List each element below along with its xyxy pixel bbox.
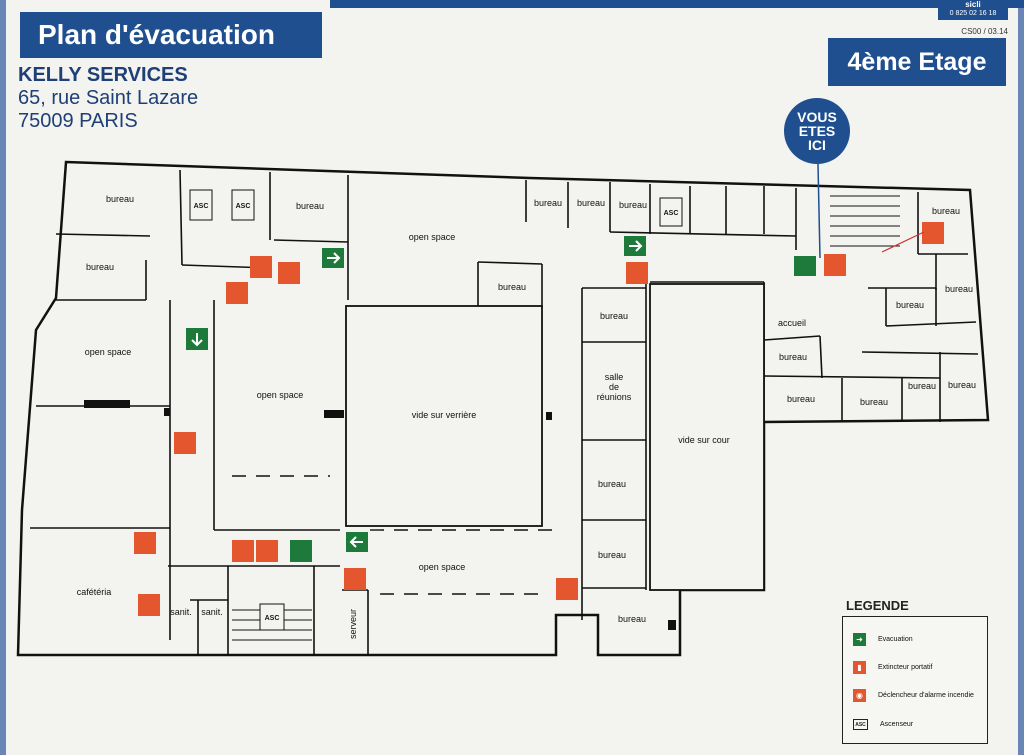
room-label: cafétéria <box>77 587 112 597</box>
legend-item: ASC Ascenseur <box>853 719 913 730</box>
evacuation-icon: ➜ <box>853 633 866 646</box>
room-label: open space <box>85 347 132 357</box>
legend-item-label: Ascenseur <box>880 721 914 728</box>
fire-extinguisher-icon <box>256 540 278 562</box>
room-label: serveur <box>348 609 358 639</box>
room-label: bureau <box>619 200 647 210</box>
legend-item: ➜ Evacuation <box>853 633 913 646</box>
brand-phone: 0 825 02 16 18 <box>949 10 997 17</box>
fire-alarm-icon: ◉ <box>853 689 866 702</box>
room-label: accueil <box>778 318 806 328</box>
atrium-void <box>345 305 543 527</box>
fire-extinguisher-icon <box>138 594 160 616</box>
legend-title: LEGENDE <box>846 598 909 613</box>
room-label: bureau <box>618 614 646 624</box>
company-street: 65, rue Saint Lazare <box>18 87 199 109</box>
company-name: KELLY SERVICES <box>18 64 188 86</box>
fire-extinguisher-icon <box>174 432 196 454</box>
room-label: open space <box>409 232 456 242</box>
room-label: bureau <box>860 397 888 407</box>
room-label: salle <box>605 372 624 382</box>
you-are-here-pointer <box>817 163 821 259</box>
frame-right-edge <box>1018 0 1024 755</box>
room-label: bureau <box>598 550 626 560</box>
elevators <box>189 189 683 631</box>
room-label: bureau <box>779 352 807 362</box>
fire-extinguisher-icon <box>922 222 944 244</box>
legend-item-label: Déclencheur d'alarme incendie <box>878 692 974 699</box>
room-label: vide sur verrière <box>412 410 477 420</box>
room-label: bureau <box>86 262 114 272</box>
you-are-here-text: VOUS <box>797 109 837 125</box>
emergency-exit-icon <box>290 540 312 562</box>
courtyard-void <box>649 283 765 591</box>
fire-alarm-icon <box>232 540 254 562</box>
plan-title: Plan d'évacuation <box>20 12 322 58</box>
legend-item: ▮ Extincteur portatif <box>853 661 932 674</box>
fire-alarm-icon <box>824 254 846 276</box>
you-are-here-text: ICI <box>808 137 826 153</box>
room-label: bureau <box>598 479 626 489</box>
elevator-label: ASC <box>664 210 679 217</box>
brand-name: sicli <box>965 0 981 9</box>
legend-item-label: Evacuation <box>878 636 913 643</box>
elevator-label: ASC <box>194 203 209 210</box>
room-label: bureau <box>932 206 960 216</box>
fire-extinguisher-icon: ▮ <box>853 661 866 674</box>
elevator-label: ASC <box>236 203 251 210</box>
elevator-label: ASC <box>265 615 280 622</box>
reference-code: CS00 / 03.14 <box>961 27 1008 36</box>
fire-alarm-icon <box>626 262 648 284</box>
room-label: bureau <box>908 381 936 391</box>
room-label: vide sur cour <box>678 435 730 445</box>
legend-box: ➜ Evacuation ▮ Extincteur portatif ◉ Déc… <box>842 616 988 744</box>
room-label: réunions <box>597 392 632 402</box>
room-label: sanit. <box>170 607 192 617</box>
company-address: KELLY SERVICES 65, rue Saint Lazare 7500… <box>18 64 198 133</box>
leader-line <box>881 231 925 253</box>
room-label: bureau <box>787 394 815 404</box>
elevator-icon: ASC <box>853 719 868 730</box>
room-label: de <box>609 382 619 392</box>
fire-extinguisher-icon <box>226 282 248 304</box>
fire-equipment <box>134 222 944 616</box>
top-strip <box>330 0 1024 8</box>
room-label: bureau <box>945 284 973 294</box>
fire-extinguisher-icon <box>134 532 156 554</box>
dashed-partitions <box>232 475 560 595</box>
room-label: bureau <box>948 380 976 390</box>
evacuation-signs <box>186 236 816 562</box>
room-label: open space <box>257 390 304 400</box>
room-label: bureau <box>896 300 924 310</box>
brand-badge: sicli 0 825 02 16 18 <box>938 0 1008 20</box>
fire-extinguisher-icon <box>344 568 366 590</box>
room-label: bureau <box>534 198 562 208</box>
structural-columns <box>84 400 676 630</box>
room-label: sanit. <box>201 607 223 617</box>
you-are-here-marker: VOUS ETES ICI <box>784 98 850 164</box>
outer-walls <box>16 160 990 657</box>
room-label: bureau <box>577 198 605 208</box>
fire-alarm-icon <box>278 262 300 284</box>
floor-label: 4ème Etage <box>828 38 1006 86</box>
you-are-here-text: ETES <box>798 123 836 139</box>
room-label: bureau <box>600 311 628 321</box>
fire-extinguisher-icon <box>250 256 272 278</box>
emergency-exit-icon <box>794 256 816 276</box>
fire-extinguisher-icon <box>556 578 578 600</box>
room-label: open space <box>419 562 466 572</box>
legend-item-label: Extincteur portatif <box>878 664 933 671</box>
frame-left-edge <box>0 0 6 755</box>
company-city: 75009 PARIS <box>18 110 138 132</box>
room-label: bureau <box>498 282 526 292</box>
legend-item: ◉ Déclencheur d'alarme incendie <box>853 689 974 702</box>
room-label: bureau <box>106 194 134 204</box>
room-label: bureau <box>296 201 324 211</box>
